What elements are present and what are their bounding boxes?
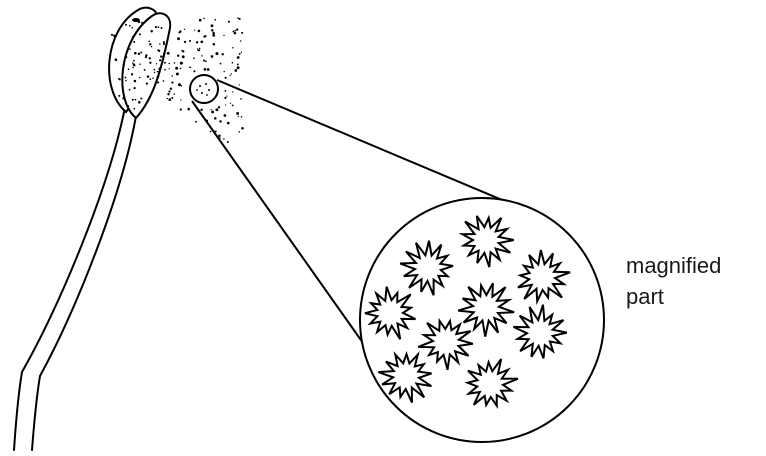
filament	[14, 112, 136, 450]
label-line-2: part	[626, 281, 721, 312]
label-line-1: magnified	[626, 250, 721, 281]
magnified-part-label: magnified part	[626, 250, 721, 312]
sample-circle	[190, 75, 218, 103]
